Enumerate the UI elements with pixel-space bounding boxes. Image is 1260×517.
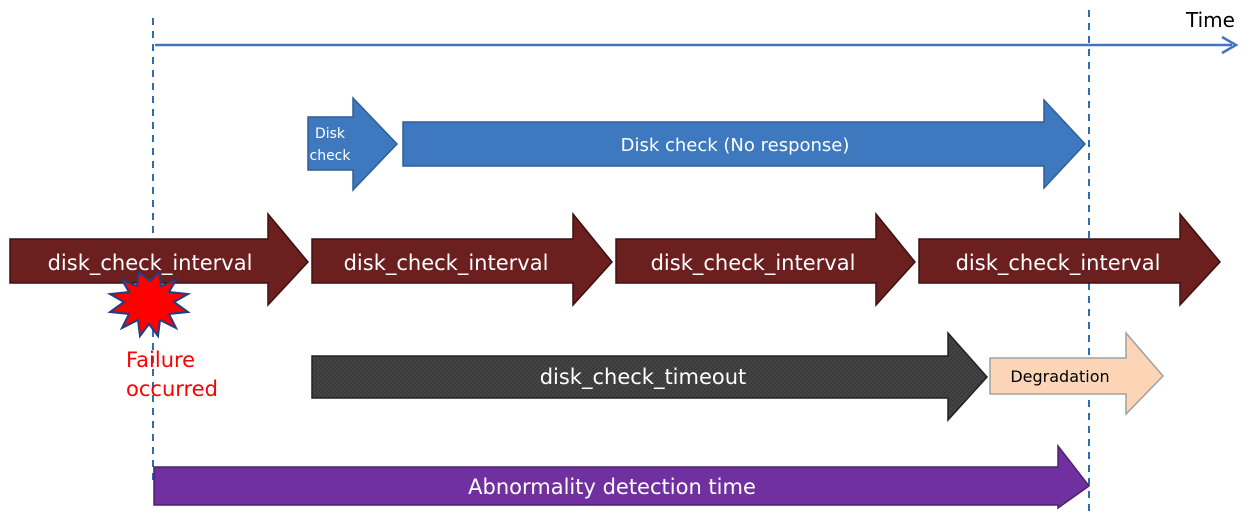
degradation-arrow (989, 330, 1165, 416)
detection-time-arrow (153, 443, 1091, 510)
interval-arrow-3 (615, 211, 916, 307)
time-axis-label: Time (1185, 8, 1235, 32)
timeout-label: disk_check_timeout (540, 365, 747, 390)
disk-check-no-response-arrow (402, 98, 1087, 190)
failure-label-line2: occurred (126, 377, 218, 401)
disk-check-short-arrow (307, 96, 399, 192)
failure-label-line1: Failure (126, 348, 195, 372)
interval-label-3: disk_check_interval (651, 251, 856, 276)
timeout-arrow (311, 331, 989, 422)
interval-arrow-4 (918, 211, 1221, 307)
failure-burst-icon (106, 269, 192, 339)
interval-label-1: disk_check_interval (48, 251, 253, 276)
interval-label-4: disk_check_interval (956, 251, 1161, 276)
interval-arrow-1 (9, 211, 309, 307)
detection-time-label: Abnormality detection time (468, 475, 756, 499)
interval-label-2: disk_check_interval (344, 251, 549, 276)
degradation-label: Degradation (1010, 367, 1109, 386)
time-axis (155, 35, 1239, 55)
interval-arrow-2 (311, 211, 613, 307)
disk-check-no-response-label: Disk check (No response) (621, 135, 850, 156)
disk-check-short-label-line2: check (310, 148, 352, 164)
disk-check-short-label-line1: Disk (315, 126, 346, 142)
